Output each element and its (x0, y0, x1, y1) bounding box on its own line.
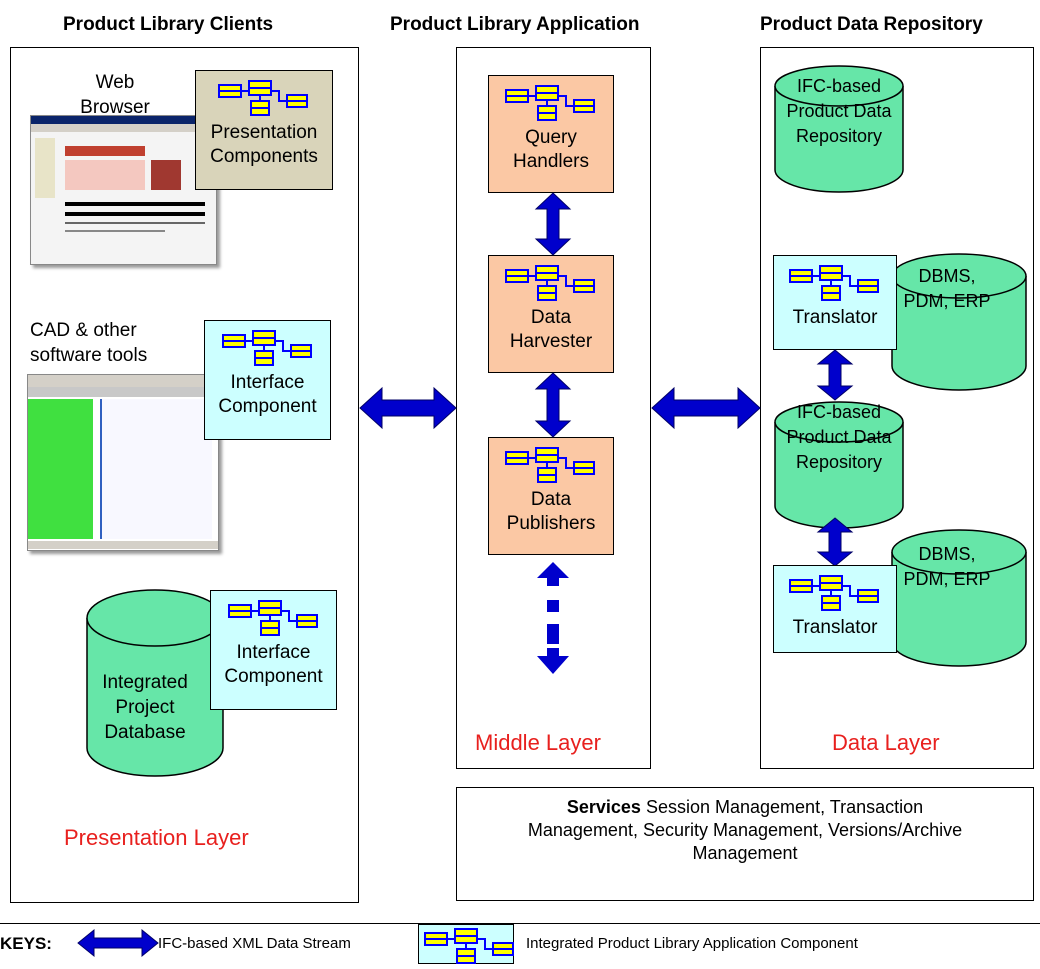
repository-translator-2-arrow (816, 517, 854, 567)
query-harvester-arrow (534, 192, 572, 256)
component-icon (789, 575, 879, 611)
keys-legend: KEYS: IFC-based XML Data Stream Integrat… (0, 923, 1040, 969)
interface-component-1-box: Interface Component (204, 320, 331, 440)
component-icon (505, 265, 595, 301)
presentation-components-label: Presentation Components (210, 122, 318, 167)
data-publishers-label: Data Publishers (506, 489, 596, 534)
services-text: Session Management, Transaction Manageme… (527, 797, 963, 863)
cad-tools-screenshot (27, 374, 219, 551)
ifc-repository-1-cylinder (774, 65, 904, 193)
dbms-1-cylinder (891, 253, 1027, 391)
dbms-2-cylinder (891, 529, 1027, 667)
data-publishers-box: Data Publishers (488, 437, 614, 555)
application-column-title: Product Library Application (390, 14, 640, 35)
harvester-publishers-arrow (534, 372, 572, 438)
presentation-components-box: Presentation Components (195, 70, 333, 190)
project-database-label: Integrated Project Database (102, 672, 188, 743)
dbms-1-label: DBMS, PDM, ERP (903, 266, 991, 311)
translator-2-box: Translator (773, 565, 897, 653)
keys-label: KEYS: (0, 934, 52, 953)
legend-arrow-label: IFC-based XML Data Stream (158, 935, 351, 952)
clients-column-title: Product Library Clients (63, 14, 274, 35)
query-handlers-label: Query Handlers (512, 127, 590, 172)
web-browser-label: Web Browser (80, 72, 150, 118)
project-database-cylinder (86, 589, 224, 777)
middle-layer-label: Middle Layer (475, 730, 601, 755)
presentation-layer-label: Presentation Layer (64, 825, 249, 850)
interface-component-2-label: Interface Component (224, 642, 323, 687)
data-layer-label: Data Layer (832, 730, 940, 755)
translator-1-repository-arrow (816, 349, 854, 401)
legend-component-swatch (418, 924, 514, 964)
repository-column-title: Product Data Repository (760, 14, 983, 35)
publishers-extension-arrow (537, 562, 569, 674)
translator-1-box: Translator (773, 255, 897, 350)
cad-tools-label: CAD & other software tools (30, 320, 148, 366)
services-box: Services Session Management, Transaction… (456, 787, 1034, 901)
translator-1-label: Translator (792, 307, 878, 328)
translator-2-label: Translator (792, 617, 878, 638)
web-browser-screenshot (30, 115, 217, 265)
legend-arrow-icon (77, 928, 159, 958)
clients-application-arrow (359, 386, 457, 430)
data-harvester-label: Data Harvester (509, 307, 593, 352)
component-icon (221, 330, 312, 366)
ifc-repository-2-label: IFC-based Product Data Repository (786, 402, 892, 472)
legend-component-label: Integrated Product Library Application C… (526, 935, 858, 952)
services-heading: Services (566, 797, 641, 817)
ifc-repository-2-cylinder (774, 401, 904, 529)
dbms-2-label: DBMS, PDM, ERP (903, 544, 991, 589)
query-handlers-box: Query Handlers (488, 75, 614, 193)
interface-component-2-box: Interface Component (210, 590, 337, 710)
component-icon (227, 600, 318, 636)
component-icon (789, 265, 879, 301)
data-harvester-box: Data Harvester (488, 255, 614, 373)
ifc-repository-1-label: IFC-based Product Data Repository (786, 76, 892, 146)
interface-component-1-label: Interface Component (218, 372, 317, 417)
component-icon (505, 447, 595, 483)
component-icon (218, 80, 308, 116)
component-icon (505, 85, 595, 121)
component-icon (424, 928, 514, 964)
application-repository-arrow (651, 386, 761, 430)
